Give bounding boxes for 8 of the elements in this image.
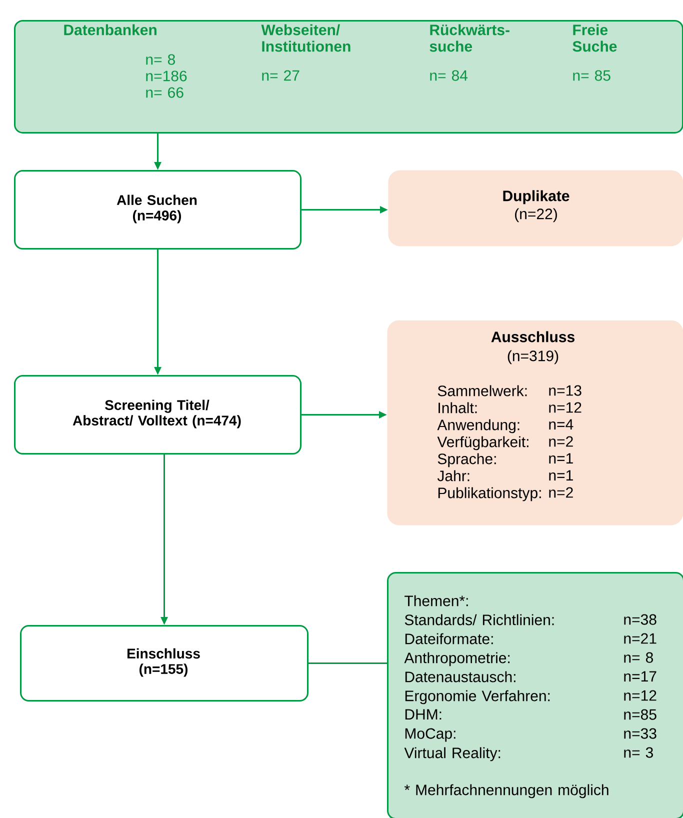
process-box: Alle Suchen (n=496) [14, 170, 302, 250]
process-box: Einschluss (n=155) [20, 625, 308, 702]
search-sources-box: Datenbanken n= 8 n=186 n= 66 Webseiten/ Institutionen n= 27 Rückwärts-suche n= 84 Freie Suche n= 85 [14, 20, 683, 134]
exclusion-box: Ausschluss (n=319) Sammelwerk: n=13 Inhalt: n=12 Anwendung: n=4 Verfügbarkeit: n=2 Sprache: n=1 Jahr: n=1 Publikationstyp: n=2 [387, 320, 683, 526]
connector-line [308, 662, 387, 664]
topics-box: Themen*: Standards/ Richtlinien: n=38 Dateiformate: n=21 Anthropometrie: n= 8 Datenaustausch: n=17 Ergonomie Verfahren: n=12 DHM: n=85 MoCap: n=33 Virtual Reality: n= 3 * Mehrfachnennungen möglich [387, 572, 683, 818]
result-box: Duplikate (n=22) [388, 170, 683, 246]
process-box: Screening Titel/ Abstract/ Volltext (n=474) [14, 375, 302, 454]
